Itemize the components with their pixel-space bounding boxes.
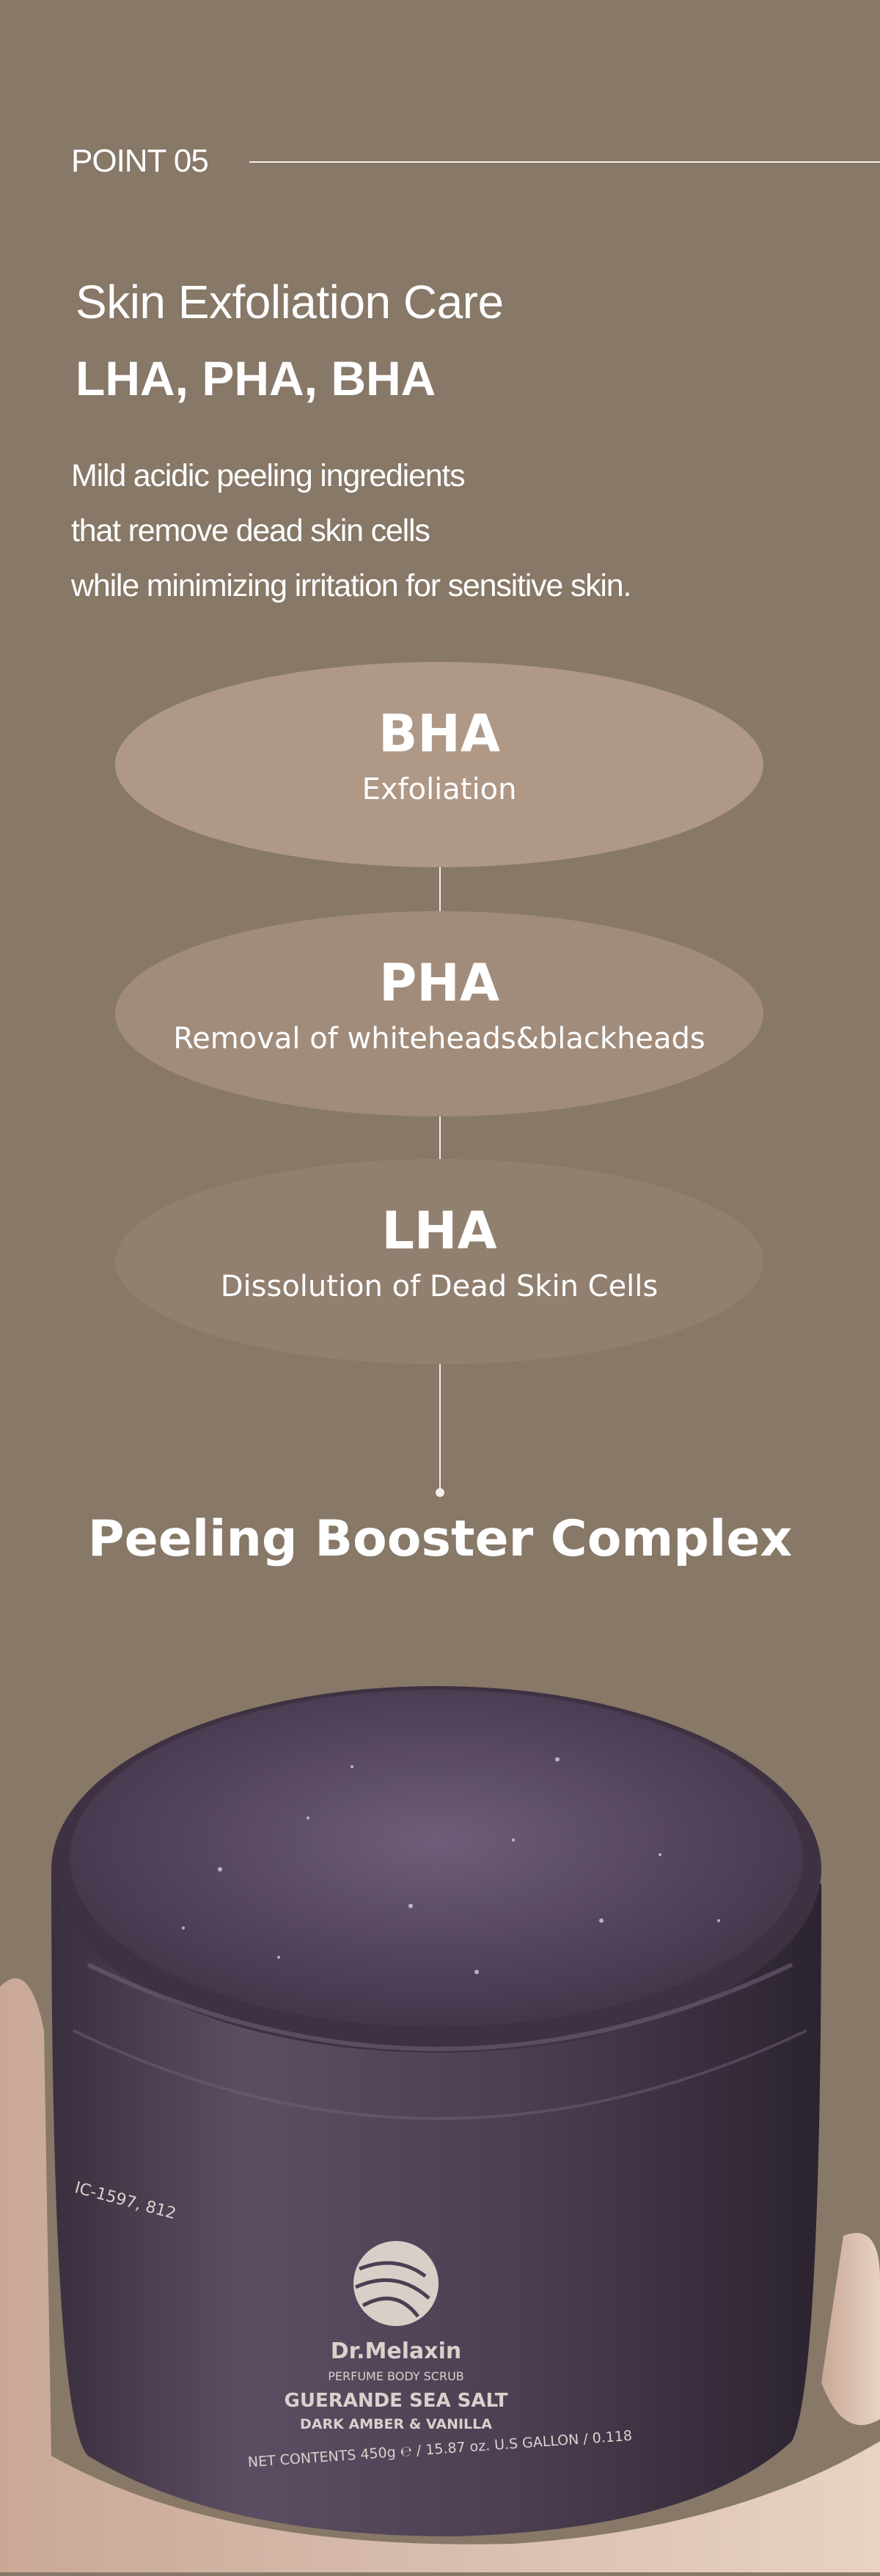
ingredient-effect: Dissolution of Dead Skin Cells: [220, 1270, 659, 1303]
ingredient-name: LHA: [381, 1201, 497, 1261]
ingredient-effect: Removal of whiteheads&blackheads: [173, 1022, 705, 1056]
header-divider: [249, 161, 880, 163]
ingredient-lha: LHA Dissolution of Dead Skin Cells: [115, 1159, 763, 1364]
ingredient-name: PHA: [378, 953, 500, 1013]
connector-line: [439, 867, 441, 911]
description-line: Mild acidic peeling ingredients: [71, 458, 466, 493]
product-photo: IC-1597, 812 Dr.Melaxin PERFUME BODY SCR…: [0, 1576, 880, 2572]
product-category: PERFUME BODY SCRUB: [328, 2369, 464, 2383]
section-title: Skin Exfoliation Care: [76, 276, 504, 328]
section-subtitle: LHA, PHA, BHA: [76, 351, 436, 405]
brand-logo: [353, 2241, 439, 2326]
point-label: POINT 05: [71, 143, 209, 179]
connector-line: [439, 1116, 441, 1159]
ingredient-name: BHA: [378, 704, 501, 764]
section-description: Mild acidic peeling ingredients that rem…: [71, 449, 631, 614]
ingredient-effect: Exfoliation: [362, 773, 517, 806]
connector-line: [439, 1364, 441, 1493]
ingredient-bha: BHA Exfoliation: [115, 662, 763, 867]
complex-title: Peeling Booster Complex: [87, 1510, 793, 1568]
description-line: while minimizing irritation for sensitiv…: [71, 568, 631, 603]
product-scent: DARK AMBER & VANILLA: [300, 2416, 492, 2432]
ingredient-pha: PHA Removal of whiteheads&blackheads: [115, 911, 763, 1116]
connector-dot: [436, 1488, 444, 1497]
brand-name: Dr.Melaxin: [330, 2338, 462, 2364]
product-name: GUERANDE SEA SALT: [284, 2390, 508, 2412]
description-line: that remove dead skin cells: [71, 513, 430, 548]
scrub-jar-illustration: [0, 1686, 880, 2572]
